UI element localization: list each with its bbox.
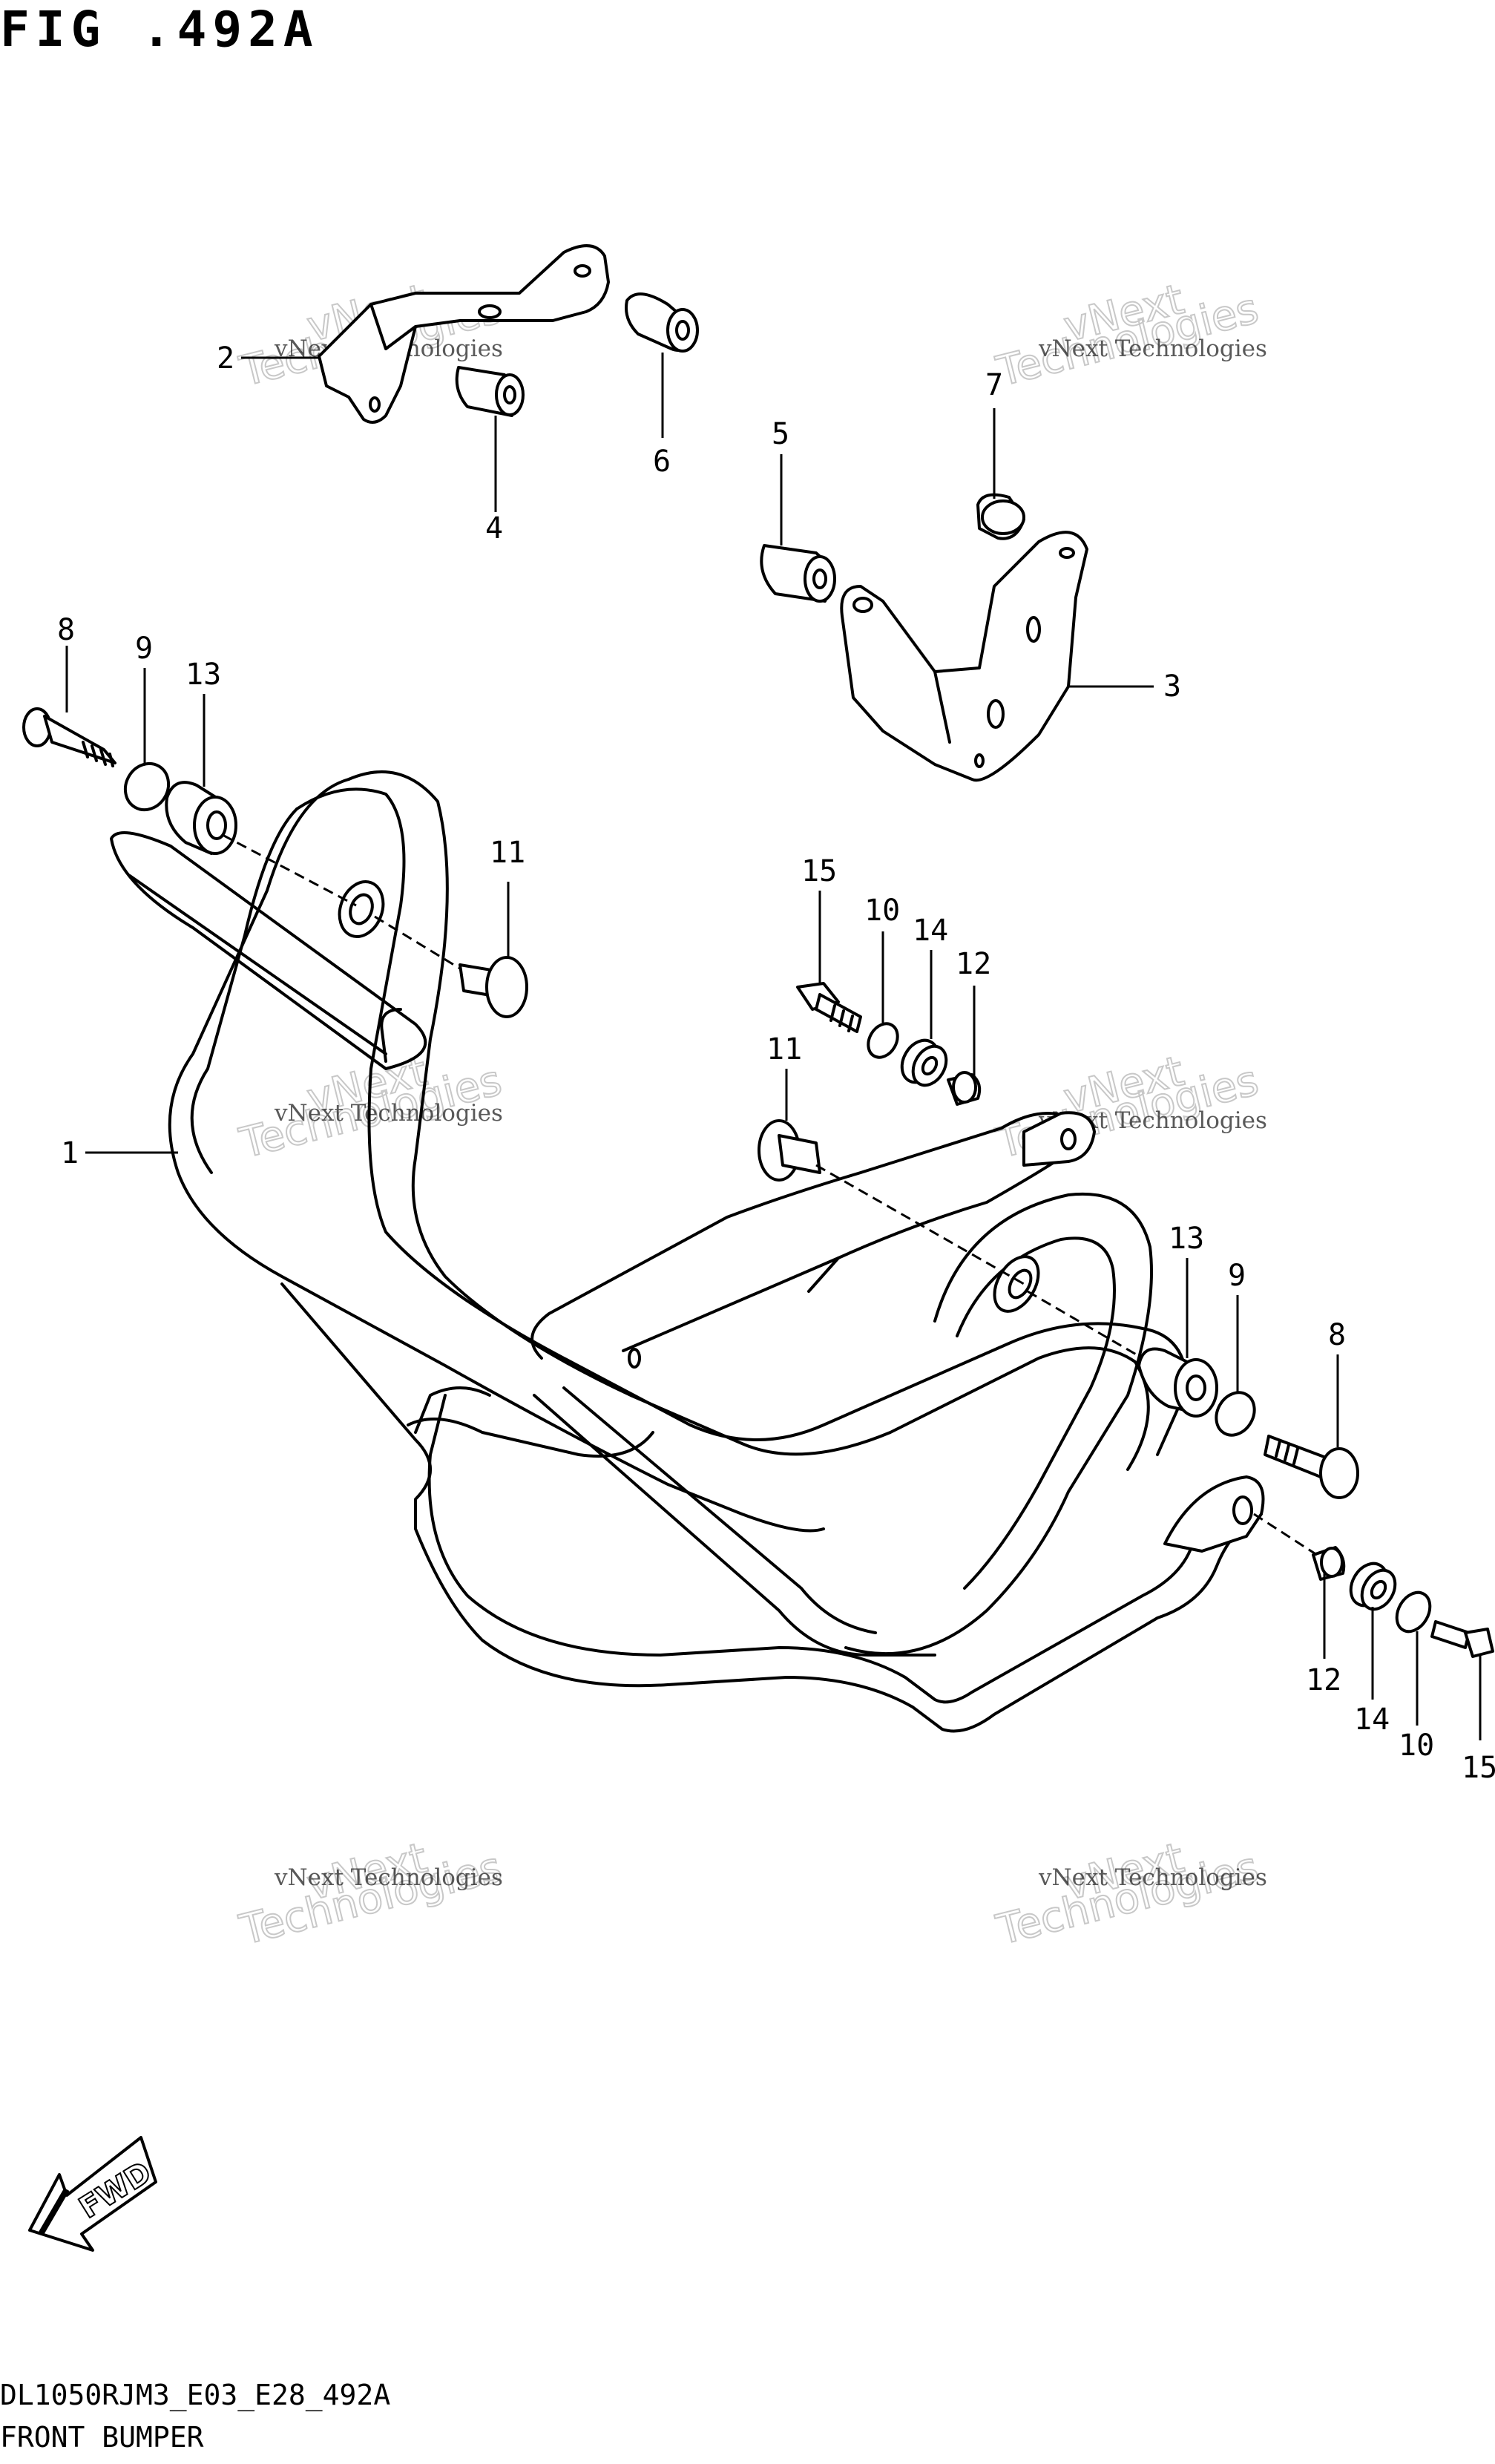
callout-1: 1 [61, 1136, 79, 1170]
callout-12-bottom: 12 [1306, 1663, 1341, 1697]
svg-text:vNext Technologies: vNext Technologies [274, 1864, 503, 1891]
part-7-spacer [976, 493, 1025, 540]
svg-text:vNext Technologies: vNext Technologies [1038, 1864, 1267, 1891]
part-11-bolt-left [459, 956, 528, 1018]
part-12-collar-bottom [1312, 1546, 1346, 1581]
watermark-low-left: Technologies vNext vNext Technologies [234, 1833, 507, 1956]
figure-name: FRONT BUMPER [0, 2421, 204, 2454]
callout-3: 3 [1163, 669, 1181, 704]
callout-4: 4 [485, 511, 503, 545]
callout-15-bottom: 15 [1462, 1751, 1495, 1785]
watermark-group: Technologies vNext vNext Technologies Te… [234, 275, 1267, 1956]
callout-8-right: 8 [1328, 1318, 1346, 1352]
figure-title: FIG .492A [0, 1, 319, 58]
callout-13-left: 13 [185, 658, 221, 692]
watermark-top-right: Technologies vNext vNext Technologies [991, 275, 1267, 397]
callout-9-left: 9 [135, 632, 153, 666]
callout-9-right: 9 [1228, 1259, 1246, 1293]
callout-6: 6 [653, 445, 671, 479]
part-4-collar [455, 366, 525, 417]
part-6-collar [625, 292, 699, 353]
callout-7: 7 [985, 368, 1003, 402]
callout-11-right: 11 [766, 1032, 802, 1066]
part-10-washer-bottom [1395, 1590, 1432, 1634]
part-15-bolt-top [796, 982, 862, 1033]
part-8-bolt-left [22, 707, 116, 767]
part-11-bolt-right [758, 1119, 821, 1182]
part-14-grommet-bottom [1349, 1562, 1397, 1611]
part-2-bracket [318, 244, 610, 424]
part-14-grommet-top [900, 1038, 948, 1087]
svg-text:vNext Technologies: vNext Technologies [274, 1100, 503, 1127]
callout-10-top: 10 [864, 894, 900, 928]
part-9-washer-left [123, 761, 171, 812]
callout-2: 2 [217, 341, 234, 376]
callout-12-top: 12 [956, 947, 991, 981]
callout-10-bottom: 10 [1399, 1729, 1434, 1763]
callout-11-left: 11 [490, 836, 525, 870]
part-12-collar-top [947, 1071, 982, 1106]
callout-15-top: 15 [801, 854, 837, 888]
part-9-washer-right [1215, 1391, 1256, 1437]
part-10-washer-top [867, 1022, 899, 1059]
callout-5: 5 [772, 417, 789, 451]
callout-14-bottom: 14 [1354, 1703, 1390, 1737]
part-5-collar [760, 544, 836, 603]
svg-text:vNext Technologies: vNext Technologies [1038, 335, 1267, 362]
fwd-arrow-icon: FWD [28, 2136, 158, 2252]
part-3-bracket [840, 531, 1088, 782]
part-13-grommet-left [165, 781, 237, 855]
watermark-low-right: Technologies vNext vNext Technologies [991, 1833, 1267, 1956]
part-8-bolt-right [1264, 1435, 1359, 1499]
part-13-grommet-right [1137, 1347, 1218, 1418]
part-15-bolt-bottom [1430, 1620, 1494, 1658]
callout-13-right: 13 [1169, 1222, 1204, 1256]
part-1-front-bumper [110, 770, 1265, 1733]
callout-labels: 2 4 6 5 7 3 8 9 13 1 11 15 10 14 12 11 1… [57, 341, 1495, 1785]
callout-8-left: 8 [57, 613, 75, 647]
figure-code: DL1050RJM3_E03_E28_492A [0, 2379, 391, 2411]
leader-lines [65, 353, 1482, 1740]
callout-14-top: 14 [913, 914, 948, 948]
